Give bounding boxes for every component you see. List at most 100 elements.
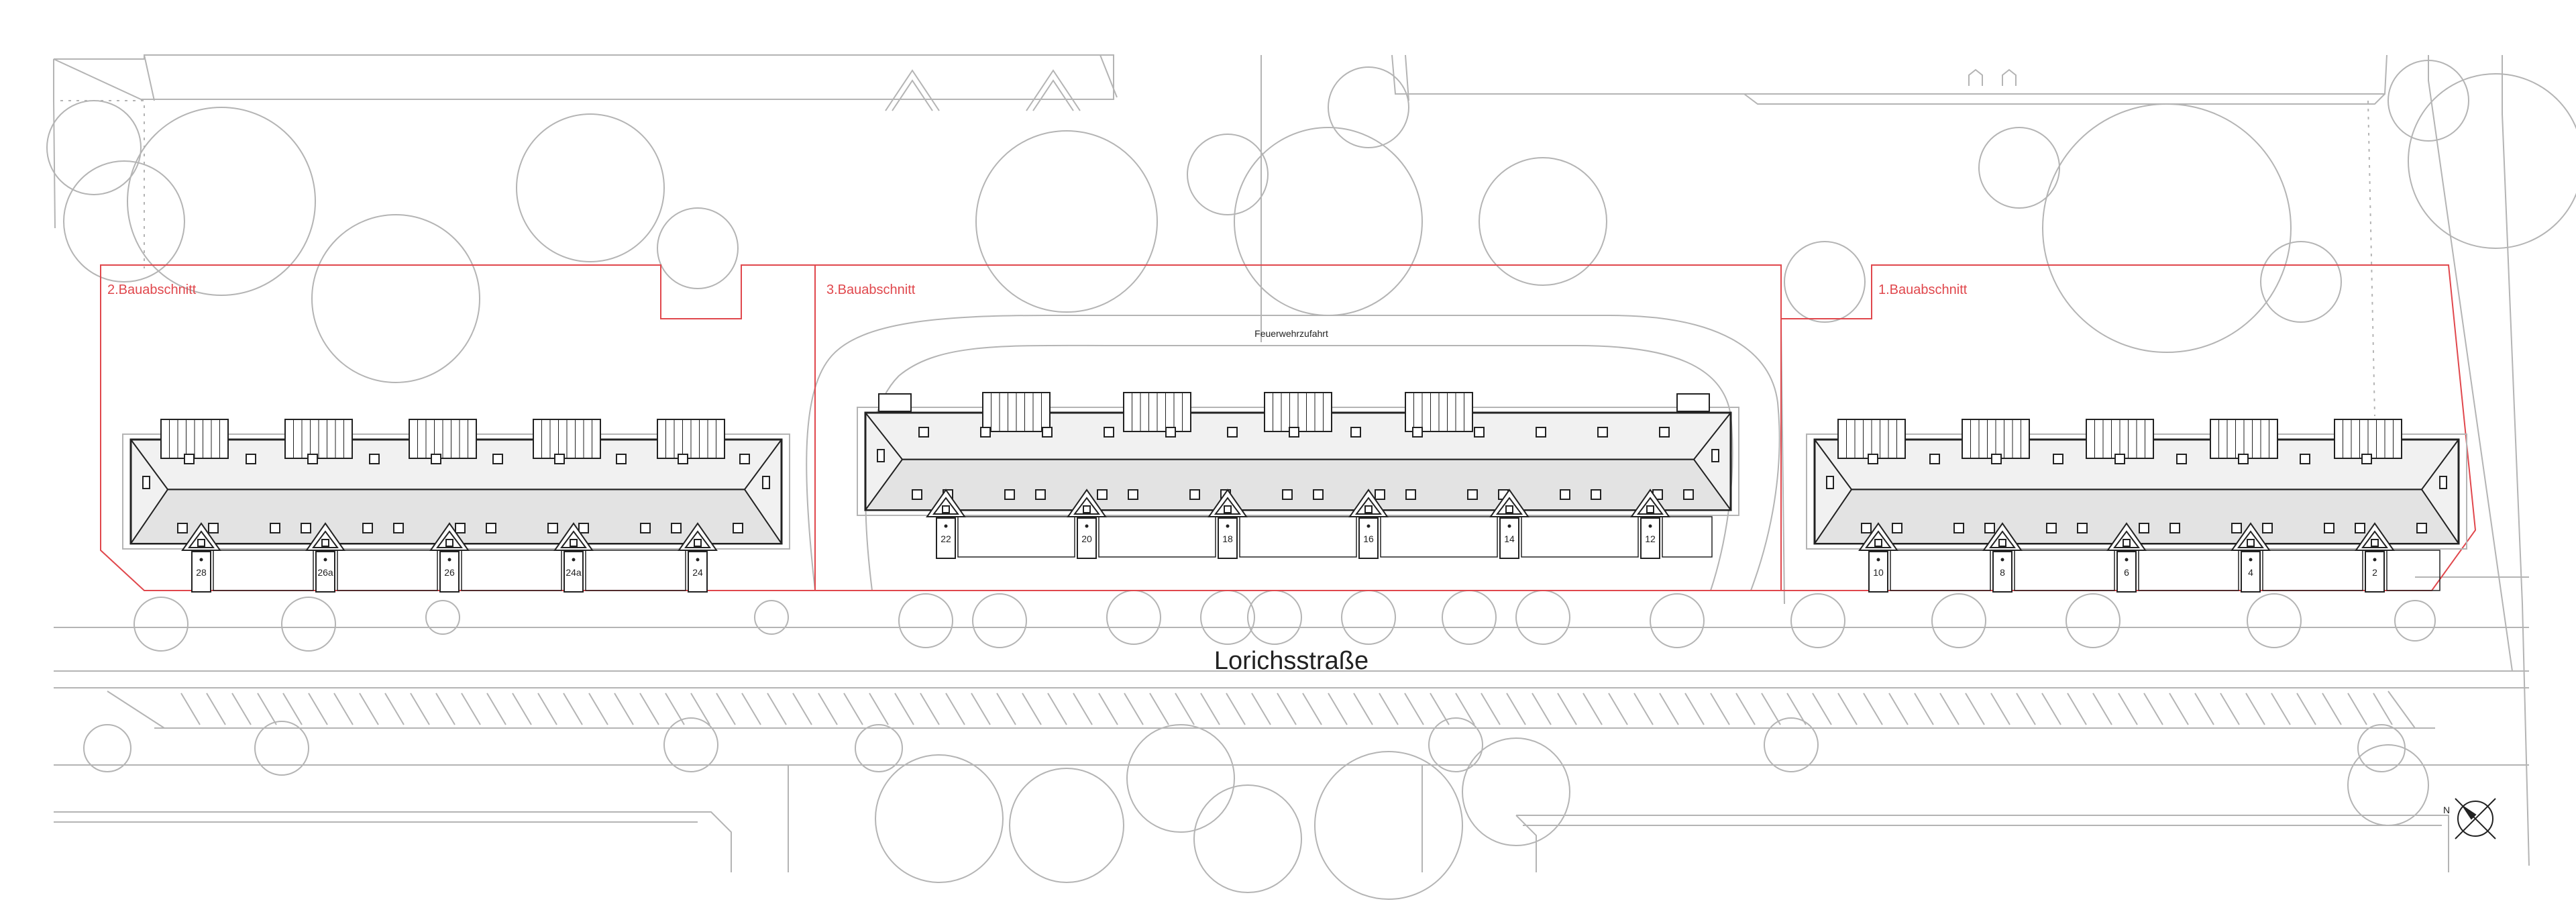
tree-icon xyxy=(1978,127,2060,209)
end-window xyxy=(877,449,885,462)
hatch-line xyxy=(1328,693,1348,725)
rear-dormer-end xyxy=(1676,393,1710,412)
hatch-line xyxy=(843,693,863,725)
hatch-line xyxy=(333,693,354,725)
hatch-line xyxy=(563,693,583,725)
entrance-gable-inner xyxy=(1355,497,1382,515)
house-number: 22 xyxy=(941,533,951,544)
rear-dormer xyxy=(1405,392,1473,432)
roof-window xyxy=(1097,489,1108,500)
roof-window xyxy=(2231,523,2242,533)
roof-window xyxy=(369,454,380,464)
entrance: 8 xyxy=(1982,522,2115,593)
tree-icon xyxy=(1462,737,1570,846)
entrance: 10 xyxy=(1858,522,1991,593)
tree-icon xyxy=(1428,717,1483,772)
entrance-porch xyxy=(2365,551,2385,593)
entrance-gable-inner xyxy=(560,530,587,548)
roof-window xyxy=(1683,489,1694,500)
roof-window xyxy=(1991,454,2002,464)
rear-dormer xyxy=(2210,419,2278,459)
hatch-line xyxy=(869,693,889,725)
house-number: 20 xyxy=(1081,533,1092,544)
entrance-porch xyxy=(315,551,335,593)
hatch-line xyxy=(1812,693,1832,725)
garden-plot xyxy=(1098,516,1216,558)
hatch-line xyxy=(1353,693,1373,725)
rear-dormer xyxy=(982,392,1051,432)
hatch-line xyxy=(2016,693,2036,725)
roof-window xyxy=(1892,523,1902,533)
parking-hatch xyxy=(180,693,2393,725)
roof-window xyxy=(184,454,195,464)
tree-icon xyxy=(2347,744,2429,826)
garden-plot xyxy=(957,516,1075,558)
hip-line xyxy=(1693,412,1731,460)
entrance-window xyxy=(1083,505,1091,513)
rear-dormer xyxy=(160,419,229,459)
house-number: 10 xyxy=(1873,567,1884,578)
hatch-line xyxy=(1098,693,1118,725)
hatch-line xyxy=(1302,693,1322,725)
hatch-line xyxy=(282,693,303,725)
hatch-line xyxy=(1786,693,1807,725)
roof-window xyxy=(2324,523,2334,533)
hip-line xyxy=(2421,439,2459,490)
hatch-line xyxy=(435,693,455,725)
north-label: N xyxy=(2443,805,2450,815)
roof-window xyxy=(1597,427,1608,438)
roof-window xyxy=(2262,523,2273,533)
entrance-window xyxy=(1874,539,1882,547)
entrance-dot xyxy=(944,524,948,528)
tree-icon xyxy=(1442,590,1497,645)
roof-window xyxy=(455,523,466,533)
tree-icon xyxy=(972,593,1027,648)
roof-window xyxy=(2139,523,2149,533)
hatch-line xyxy=(180,693,201,725)
garden-plot xyxy=(585,550,686,591)
entrance-dot xyxy=(1648,524,1652,528)
entrance-window xyxy=(321,539,329,547)
rear-dormer xyxy=(1837,419,1906,459)
hatch-line xyxy=(2220,693,2240,725)
entrance-dot xyxy=(696,558,700,562)
roof-window xyxy=(2046,523,2057,533)
hatch-line xyxy=(1379,693,1399,725)
house-number: 6 xyxy=(2124,567,2129,578)
garden-plot xyxy=(2386,550,2440,591)
hip-line xyxy=(130,439,168,490)
roof-window xyxy=(1165,427,1176,438)
rear-dormer-end xyxy=(878,393,912,412)
hatch-line xyxy=(1888,693,1909,725)
entrance-gable-inner xyxy=(1496,497,1523,515)
hatch-line xyxy=(2373,693,2393,725)
end-window xyxy=(1826,476,1834,489)
entrance-gable-inner xyxy=(1214,497,1241,515)
roof-window xyxy=(1289,427,1299,438)
hatch-line xyxy=(461,693,481,725)
tree-icon xyxy=(1784,241,1866,323)
house-number: 26a xyxy=(317,567,333,578)
tree-icon xyxy=(1106,590,1161,645)
tree-icon xyxy=(133,597,189,652)
hatch-line xyxy=(2322,693,2342,725)
garden-plot xyxy=(337,550,438,591)
roof-window xyxy=(739,454,750,464)
hatch-line xyxy=(1481,693,1501,725)
end-window xyxy=(762,476,770,489)
garden-plot xyxy=(461,550,562,591)
roof-window xyxy=(1560,489,1570,500)
roof-window xyxy=(1412,427,1423,438)
house-number: 2 xyxy=(2372,567,2377,578)
tree-icon xyxy=(2042,103,2292,353)
tree-icon xyxy=(754,600,789,635)
tree-icon xyxy=(2394,600,2436,642)
entrance-dot xyxy=(1366,524,1371,528)
hatch-line xyxy=(945,693,965,725)
roof-window xyxy=(486,523,496,533)
hatch-line xyxy=(1175,693,1195,725)
house-number: 16 xyxy=(1363,533,1374,544)
hatch-line xyxy=(537,693,557,725)
hatch-line xyxy=(2347,693,2367,725)
